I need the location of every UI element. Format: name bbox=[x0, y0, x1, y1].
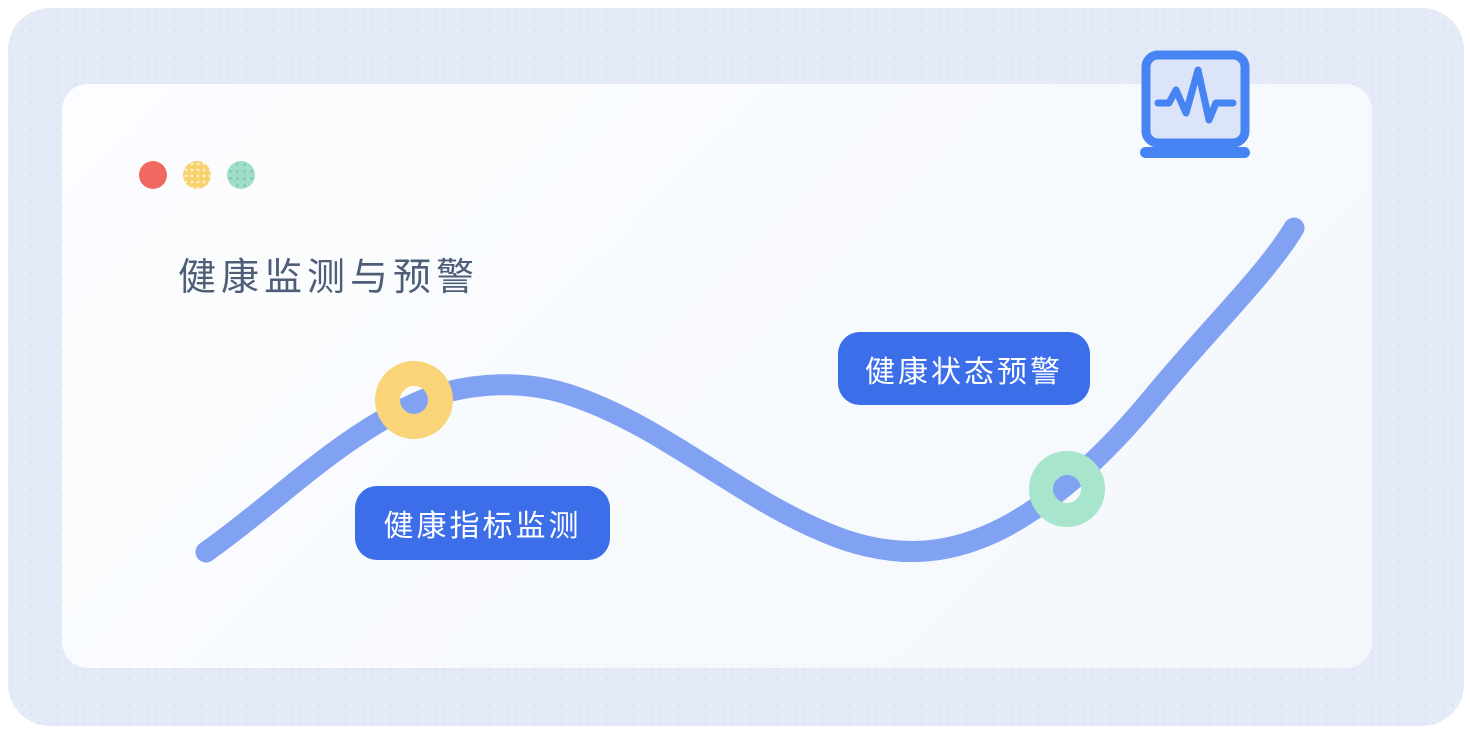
monitor-base bbox=[1140, 147, 1250, 158]
annotation-label: 健康指标监测 bbox=[383, 510, 582, 543]
health-monitor-icon bbox=[1140, 50, 1250, 158]
ecg-heartbeat-line bbox=[1154, 66, 1237, 124]
monitor-screen bbox=[1141, 50, 1250, 148]
window-control-red-dot bbox=[139, 161, 167, 189]
annotation-health-indicator-monitoring: 健康指标监测 bbox=[355, 486, 610, 560]
window-controls bbox=[139, 161, 255, 189]
monitoring-point-yellow-ring bbox=[375, 361, 453, 439]
annotation-label: 健康状态预警 bbox=[865, 355, 1063, 389]
annotation-health-status-warning: 健康状态预警 bbox=[838, 332, 1090, 405]
page-title: 健康监测与预警 bbox=[178, 257, 480, 299]
browser-card bbox=[62, 84, 1372, 668]
window-control-teal-dot bbox=[227, 161, 255, 189]
trend-curve bbox=[195, 217, 1305, 563]
window-control-yellow-dot bbox=[183, 161, 211, 189]
warning-point-teal-ring bbox=[1029, 451, 1105, 527]
